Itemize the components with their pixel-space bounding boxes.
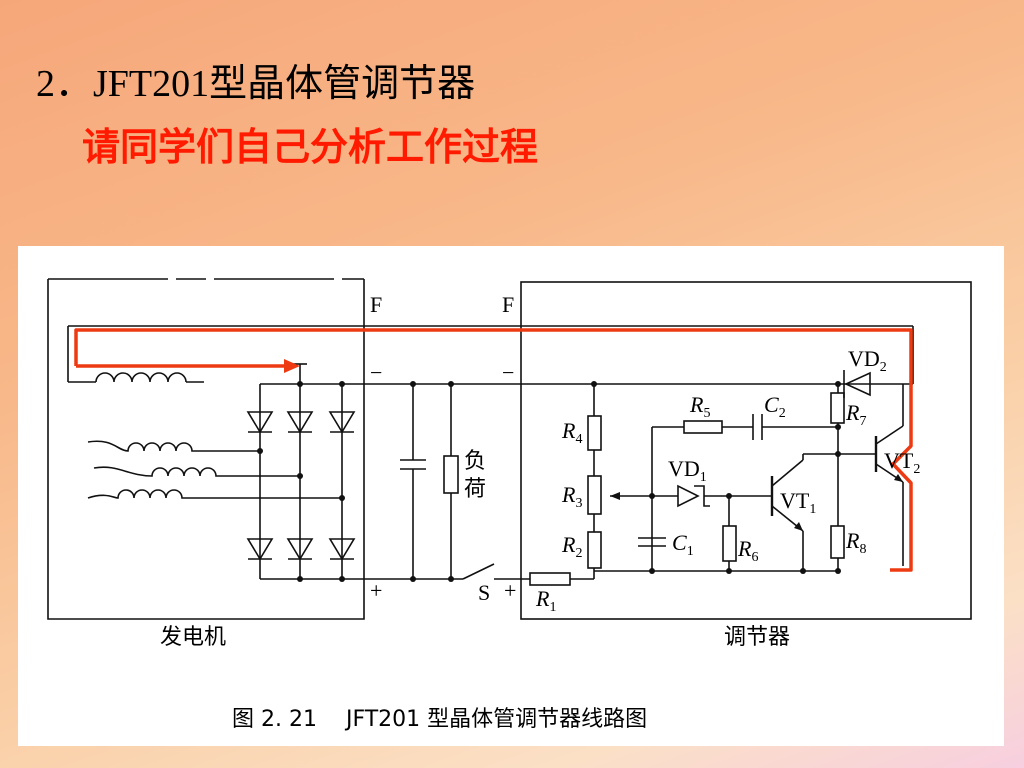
label-vt2: VT2 bbox=[884, 448, 920, 477]
terminal-minus-right: − bbox=[502, 360, 514, 385]
circuit-lines bbox=[47, 278, 972, 620]
rectifier-diodes bbox=[246, 411, 356, 561]
r8-resistor bbox=[830, 525, 845, 559]
terminal-f-right: F bbox=[502, 292, 514, 317]
vt1-collector bbox=[771, 459, 804, 487]
vd1-diode bbox=[677, 484, 700, 508]
vt2-emitter-arrow bbox=[894, 474, 903, 482]
figure-caption: 图 2. 21 JFT201 型晶体管调节器线路图 bbox=[232, 707, 647, 732]
label-vd1: VD1 bbox=[668, 456, 707, 485]
circuit-diagram-panel: F F − − + + S 负 荷 VD2 R7 VT2 R5 C2 R4 R3… bbox=[18, 246, 1004, 746]
slide-subtitle: 请同学们自己分析工作过程 bbox=[82, 125, 539, 169]
r7-resistor bbox=[830, 392, 845, 424]
load-label-bottom: 荷 bbox=[464, 477, 486, 502]
label-r4: R4 bbox=[561, 418, 582, 447]
current-path-arrowhead bbox=[284, 359, 300, 373]
vd2-diode bbox=[844, 371, 871, 397]
generator-label: 发电机 bbox=[160, 625, 226, 650]
r6-resistor bbox=[722, 525, 737, 562]
label-c2: C2 bbox=[764, 392, 786, 421]
label-r8: R8 bbox=[845, 528, 866, 557]
terminal-minus-left: − bbox=[370, 360, 382, 385]
label-c1: C1 bbox=[672, 530, 694, 559]
field-coil bbox=[95, 372, 187, 383]
circuit-diagram: F F − − + + S 负 荷 VD2 R7 VT2 R5 C2 R4 R3… bbox=[47, 278, 972, 732]
label-r6: R6 bbox=[737, 536, 758, 565]
label-vd2: VD2 bbox=[848, 346, 887, 375]
label-r5: R5 bbox=[689, 392, 710, 421]
stator-winding-2 bbox=[93, 466, 300, 477]
r2-resistor bbox=[587, 531, 602, 569]
switch-s bbox=[462, 563, 495, 580]
r5-resistor bbox=[683, 420, 723, 434]
label-r1: R1 bbox=[535, 586, 556, 615]
regulator-box bbox=[520, 281, 972, 620]
slide-title: 2．JFT201型晶体管调节器 bbox=[36, 63, 476, 105]
r3-wiper-arrow bbox=[610, 492, 620, 500]
r4-resistor bbox=[587, 415, 602, 451]
generator-box bbox=[47, 279, 365, 620]
regulator-label: 调节器 bbox=[724, 625, 790, 650]
r1-resistor bbox=[529, 572, 571, 586]
label-r2: R2 bbox=[561, 532, 582, 561]
terminal-plus-right: + bbox=[504, 578, 516, 603]
label-r3: R3 bbox=[561, 482, 582, 511]
r3-resistor bbox=[587, 475, 602, 515]
junction-dots bbox=[257, 381, 841, 582]
stator-winding-3 bbox=[87, 489, 342, 499]
vt1-emitter-arrow bbox=[794, 522, 803, 531]
label-r7: R7 bbox=[845, 400, 866, 429]
vd1-zener-bar bbox=[694, 485, 710, 507]
current-path-highlight bbox=[74, 328, 913, 572]
terminal-plus-left: + bbox=[370, 578, 382, 603]
load-resistor bbox=[443, 455, 459, 494]
vt2-collector bbox=[875, 425, 904, 445]
terminal-f-left: F bbox=[370, 292, 382, 317]
switch-label: S bbox=[478, 580, 490, 605]
label-vt1: VT1 bbox=[780, 488, 816, 517]
load-label-top: 负 bbox=[464, 449, 486, 474]
stator-winding-1 bbox=[87, 440, 260, 452]
